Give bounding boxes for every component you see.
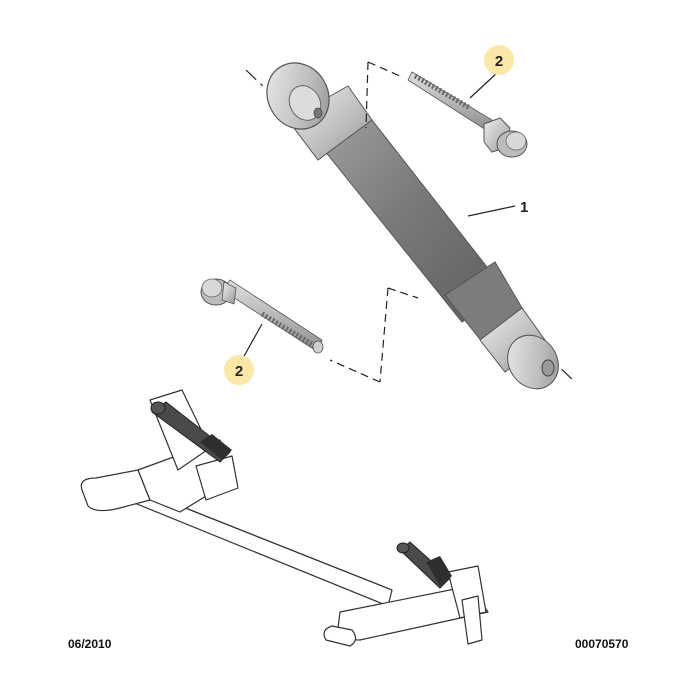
callout-2-lower: 2 [224,355,254,385]
diagram-reference-number: 00070570 [575,637,629,651]
rear-axle-overview [80,389,489,647]
callout-1-label: 1 [520,199,528,216]
mounting-guide-lines [329,61,419,383]
shock-absorber [266,62,559,390]
leader-lines [242,71,516,359]
lower-bolt [200,278,324,354]
callout-2-lower-label: 2 [235,363,243,380]
callout-2-upper-circle [484,45,514,75]
diagram-date: 06/2010 [68,637,112,651]
callout-1: 1 [520,199,528,216]
callout-2-upper-label: 2 [495,53,503,70]
callout-2-lower-circle [224,355,254,385]
axle-shock-left [150,401,232,463]
upper-bolt [407,71,528,158]
callout-2-upper: 2 [484,45,514,75]
axle-shock-right [396,541,452,589]
